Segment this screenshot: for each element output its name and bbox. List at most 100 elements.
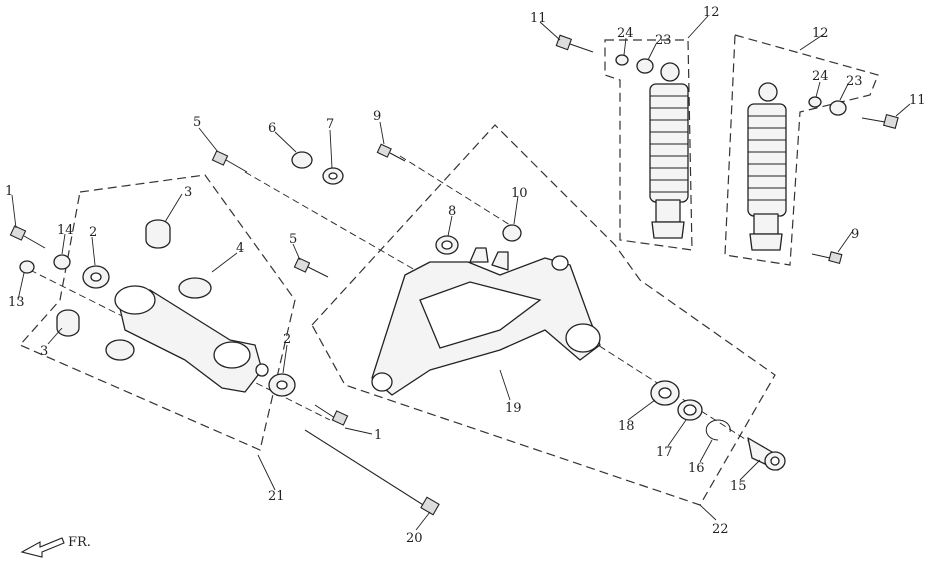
callout-18: 18 (618, 419, 635, 434)
shock-left-spring (649, 83, 689, 203)
bolt-5-upper (211, 150, 248, 173)
callout-9-upper: 9 (373, 109, 381, 124)
washer-7-bore (328, 172, 338, 180)
bushing-15-bore (770, 456, 780, 466)
bolt-5-lower (293, 257, 329, 278)
callout-11-left: 11 (530, 11, 547, 26)
swing-arm-pivot-eye (565, 323, 601, 353)
callout-11-right: 11 (909, 93, 926, 108)
axis-line-pivot (589, 339, 771, 456)
outline-assembly-22 (311, 124, 776, 506)
callout-6: 6 (268, 121, 276, 136)
callout-3-upper: 3 (184, 185, 192, 200)
shock-absorber-left (615, 54, 689, 239)
axle-bolt-20 (304, 429, 440, 516)
front-label: FR. (68, 535, 91, 550)
callout-23-left: 23 (655, 33, 672, 48)
circlip-16 (705, 419, 731, 441)
swing-arm (371, 247, 601, 396)
callout-16: 16 (688, 461, 705, 476)
callout-5-upper: 5 (193, 115, 201, 130)
callout-14: 14 (57, 223, 74, 238)
callout-21: 21 (268, 489, 285, 504)
knuckle-small-hole (255, 363, 269, 377)
shock-right-top-eye (758, 82, 778, 102)
callout-5-lower: 5 (289, 232, 297, 247)
cap-lower-side (56, 318, 80, 337)
callout-7: 7 (326, 117, 334, 132)
shock-left-top-eye (660, 62, 680, 82)
assembly-outlines (19, 34, 879, 506)
bearing-18-bore (658, 387, 672, 399)
bolt-1-upper (9, 225, 46, 249)
shock-right-clevis (749, 233, 783, 251)
callout-4: 4 (236, 241, 244, 256)
outline-shock-right (724, 34, 879, 266)
callout-10: 10 (511, 186, 528, 201)
shock-right-spring (747, 103, 787, 217)
bolt-9-lower (811, 251, 843, 265)
callout-17: 17 (656, 445, 673, 460)
front-direction-marker: FR. (20, 535, 91, 558)
bolt-9-upper (376, 143, 406, 162)
nut-13 (19, 260, 35, 274)
callout-2-upper: 2 (89, 225, 97, 240)
knuckle-upper-eye (114, 285, 156, 315)
swing-arm-window (419, 281, 542, 349)
shock-right-body (753, 213, 779, 235)
outline-shock-left (604, 39, 693, 251)
shock-left-body (655, 199, 681, 223)
swing-arm-front-eye (371, 372, 393, 392)
callout-12-right: 12 (812, 26, 829, 41)
callout-24-left: 24 (617, 26, 634, 41)
callout-12-left: 12 (703, 5, 720, 20)
outline-assembly-21 (19, 174, 296, 451)
shock-mount-tab-2 (491, 251, 509, 271)
callout-9-right: 9 (851, 227, 859, 242)
leader-lines (11, 15, 911, 531)
knuckle-lower-eye (213, 341, 251, 369)
callout-1-upper: 1 (5, 184, 13, 199)
spacers (291, 151, 522, 255)
callout-1-lower: 1 (374, 428, 382, 443)
shock-absorber-right (747, 82, 847, 251)
bearing-upper-bore (90, 272, 102, 282)
callout-20: 20 (406, 531, 423, 546)
bolt-11-left (555, 34, 594, 53)
callout-labels: 11 12 24 23 12 24 23 11 9 9 10 8 7 6 5 5… (5, 5, 926, 546)
callout-22: 22 (712, 522, 729, 537)
callout-2-lower: 2 (283, 332, 291, 347)
bushing-23-left (636, 58, 654, 74)
axis-line-bolt5 (244, 171, 416, 271)
bolt-11-right (861, 113, 899, 130)
pivot-parts (650, 380, 786, 471)
callout-23-right: 23 (846, 74, 863, 89)
bushing-10 (502, 224, 522, 242)
collar-24-right (808, 96, 822, 108)
washer-17-bore (683, 404, 697, 416)
collar-6 (291, 151, 313, 169)
bolt-1-lower (314, 404, 349, 426)
bearing-lower-bore (276, 380, 288, 390)
collar-24-left (615, 54, 629, 66)
front-arrow-icon (20, 537, 65, 558)
knuckle-assembly (19, 219, 296, 397)
callout-24-right: 24 (812, 69, 829, 84)
knuckle-side-ring (105, 339, 135, 361)
bushing-23-right (829, 100, 847, 116)
swing-arm-top-eye (551, 255, 569, 271)
callout-19: 19 (505, 401, 522, 416)
callout-15: 15 (730, 479, 747, 494)
bolts (9, 34, 899, 516)
shock-mount-tab (469, 247, 489, 263)
callout-8: 8 (448, 204, 456, 219)
cap-upper-side (145, 228, 171, 249)
washer-14 (53, 254, 71, 270)
washer-8-bore (441, 240, 453, 250)
callout-3-lower: 3 (40, 344, 48, 359)
knuckle-lug (178, 277, 212, 299)
callout-13: 13 (8, 295, 25, 310)
shock-left-clevis (651, 221, 685, 239)
